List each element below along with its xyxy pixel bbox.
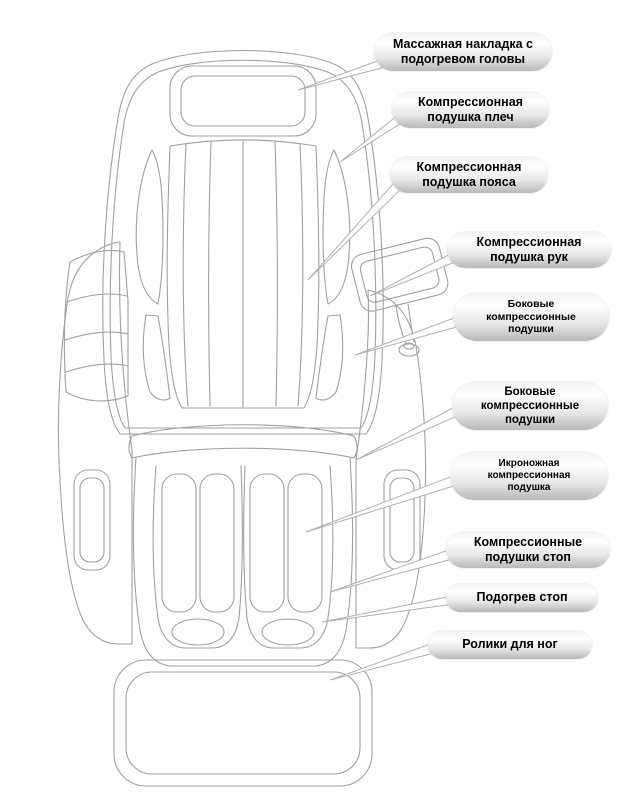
back-seam-left-outer xyxy=(182,143,189,407)
callout-waist-cushion: Компрессионная подушка пояса xyxy=(390,157,548,193)
back-seam-right xyxy=(274,141,278,407)
callout-side-cushions-lower: Боковые компрессионные подушки xyxy=(452,382,608,430)
foot-base-inner xyxy=(125,671,361,775)
armrest-left-strap-2 xyxy=(64,331,129,341)
chair-back-outer-shell xyxy=(102,49,384,435)
chair-back-inner-shell xyxy=(109,59,377,429)
headrest-inner xyxy=(180,75,306,127)
callout-leg-rollers: Ролики для ног xyxy=(428,631,592,659)
armrest-left-strap-3 xyxy=(65,363,129,373)
back-cushion xyxy=(166,139,320,409)
callout-label: Ролики для ног xyxy=(462,637,558,652)
leader-waist-cushion xyxy=(307,175,405,281)
calf-channel-right xyxy=(243,465,334,649)
control-panel-joint xyxy=(398,343,420,357)
callout-arm-cushion: Компрессионная подушка рук xyxy=(447,232,611,268)
chair-body xyxy=(57,49,449,787)
armrest-left-cuff xyxy=(63,249,129,402)
calf-channel-left xyxy=(152,465,243,649)
armrest-left-strap-1 xyxy=(66,293,128,303)
lumbar-bolster-right xyxy=(315,314,344,401)
lumbar-bolster-left xyxy=(142,314,171,401)
armrest-left-slot-outer xyxy=(73,469,111,571)
callout-foot-cushions: Компрессионные подушки стоп xyxy=(446,532,610,568)
leader-lines xyxy=(297,51,465,681)
back-seam-left xyxy=(208,141,212,407)
callout-head-heating-pad: Массажная накладка с подогревом головы xyxy=(374,33,552,71)
calf-pad-left-2 xyxy=(199,473,235,613)
leader-side-cushions-lower xyxy=(355,403,463,461)
calf-pad-right-1 xyxy=(249,473,285,613)
armrest-left xyxy=(57,241,133,645)
callout-label: Икроножная компрессионная подушка xyxy=(487,457,571,494)
callout-label: Компрессионная подушка рук xyxy=(476,234,582,264)
legrest-outer xyxy=(132,457,354,667)
shoulder-bolster-right xyxy=(322,149,351,305)
seat-cushion xyxy=(128,424,358,459)
callout-label: Компрессионная подушка плеч xyxy=(418,94,523,124)
foot-pad-right xyxy=(261,618,315,646)
callout-side-cushions-upper: Боковые компрессионные подушки xyxy=(453,293,609,341)
calf-pad-left-1 xyxy=(161,473,197,613)
foot-base-outer xyxy=(113,659,373,787)
control-panel xyxy=(351,237,449,312)
callout-foot-heating: Подогрев стоп xyxy=(446,584,598,612)
callout-calf-cushion: Икроножная компрессионная подушка xyxy=(450,452,608,500)
leader-foot-heating xyxy=(321,595,455,623)
leader-calf-cushion xyxy=(305,473,461,533)
armrest-right-slot-inner xyxy=(389,477,415,563)
armrest-left-slot-inner xyxy=(79,477,105,563)
foot-pad-left xyxy=(171,618,225,646)
callout-label: Компрессионные подушки стоп xyxy=(473,534,583,564)
callout-label: Массажная накладка с подогревом головы xyxy=(392,36,534,66)
armrest-right-slot-outer xyxy=(383,469,421,571)
headrest-outer xyxy=(169,65,317,137)
callout-label: Боковые компрессионные подушки xyxy=(486,297,576,336)
callout-label: Компрессионная подушка пояса xyxy=(416,159,522,189)
callout-label: Боковые компрессионные подушки xyxy=(480,385,580,426)
callout-shoulder-cushion: Компрессионная подушка плеч xyxy=(392,92,549,128)
control-panel-frame xyxy=(351,237,449,312)
leader-foot-cushions xyxy=(329,547,457,593)
calf-pad-right-2 xyxy=(287,473,323,613)
shoulder-bolster-left xyxy=(135,149,164,305)
callout-label: Подогрев стоп xyxy=(476,590,568,605)
control-panel-joint-top xyxy=(403,342,415,350)
back-seam-right-outer xyxy=(297,143,304,407)
